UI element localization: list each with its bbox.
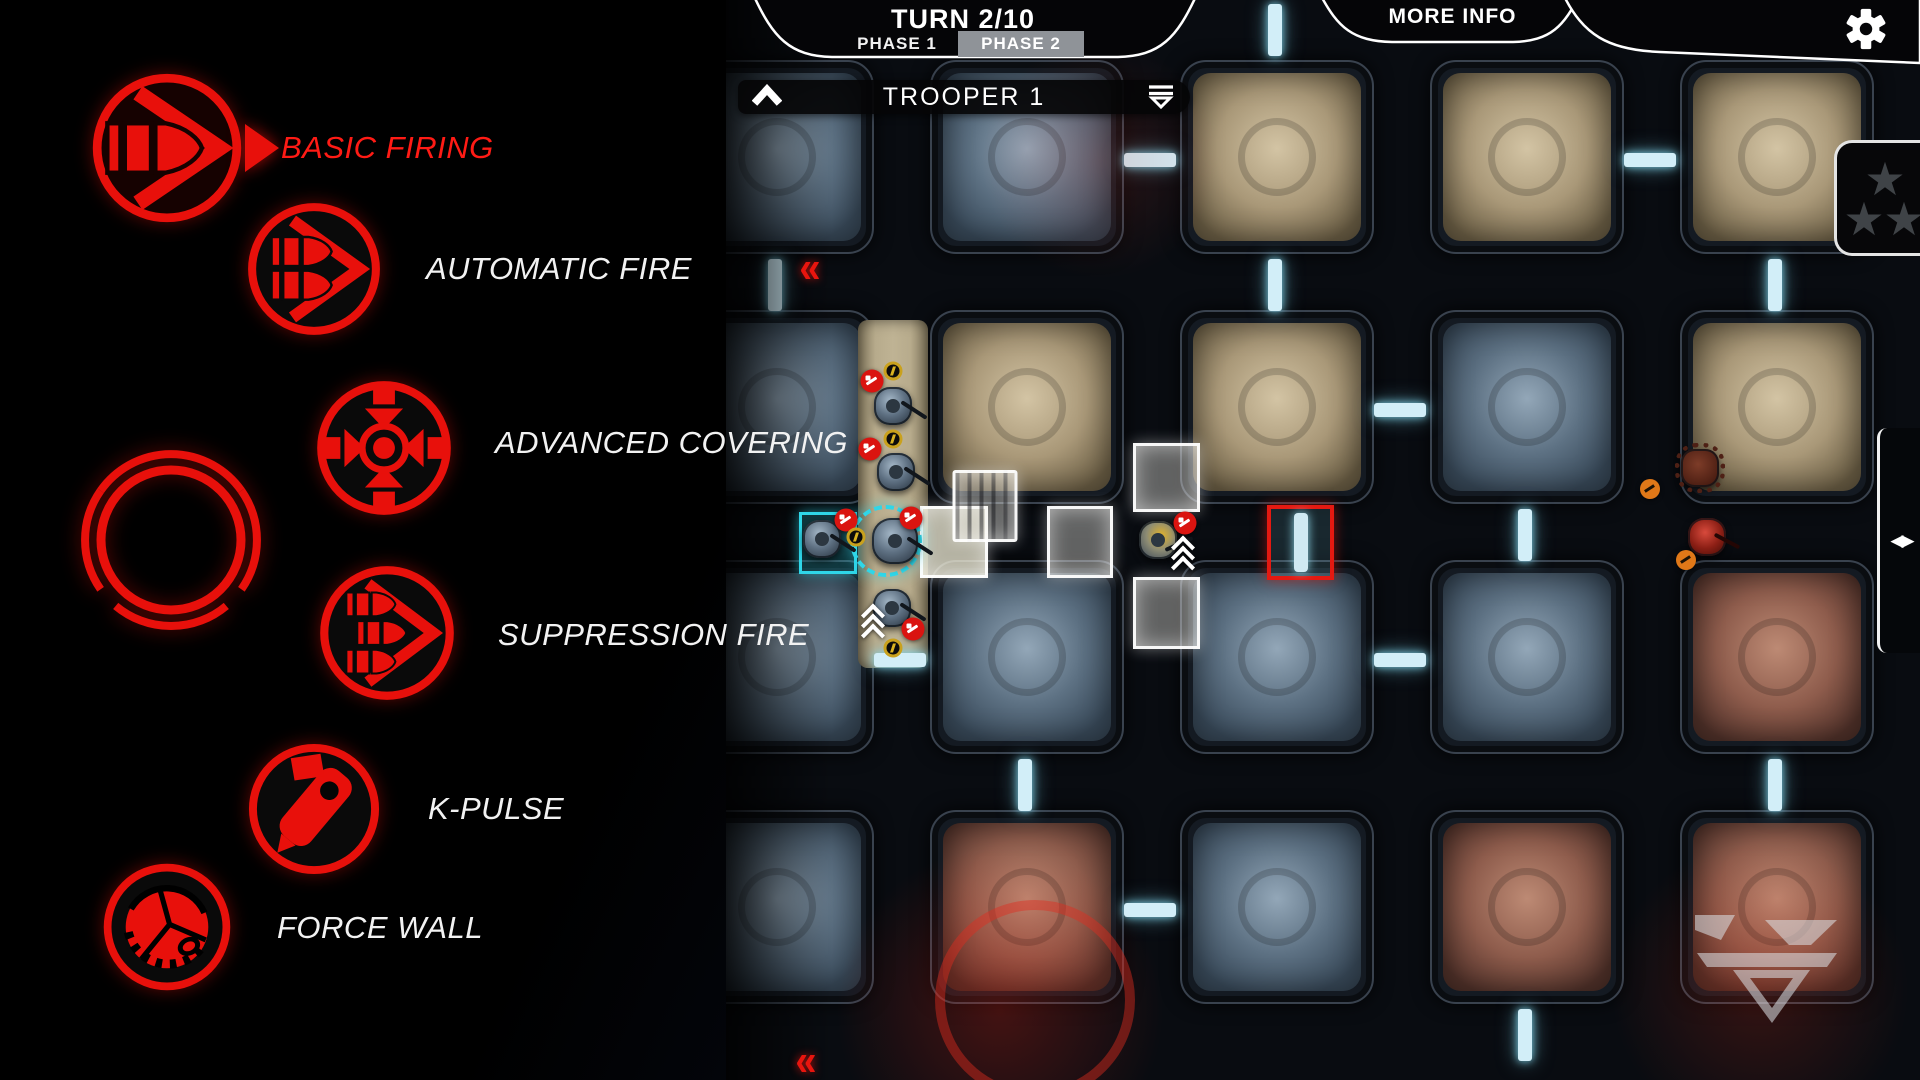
overwatch-chevrons-icon — [1170, 535, 1196, 580]
door-light — [1374, 403, 1426, 417]
map-room — [1430, 560, 1624, 754]
unit-trooper[interactable] — [874, 387, 912, 425]
ability-advanced-covering[interactable]: ADVANCED COVERING — [309, 373, 848, 528]
ability-automatic-fire[interactable]: AUTOMATIC FIRE — [240, 195, 691, 348]
map-room — [930, 310, 1124, 504]
move-tile[interactable] — [1133, 443, 1200, 512]
k-pulse-grenade-icon — [248, 743, 380, 875]
door-light — [1768, 259, 1782, 311]
triple-bullet-arrow-icon — [320, 566, 454, 700]
ability-label: K-PULSE — [428, 791, 565, 826]
ability-k-pulse[interactable]: K-PULSE — [241, 736, 564, 887]
target-square[interactable] — [1267, 505, 1334, 580]
map-room — [1430, 60, 1624, 254]
red-floor-ring — [935, 900, 1135, 1080]
move-tile[interactable] — [1133, 577, 1200, 649]
status-badge-red — [901, 617, 925, 641]
tab-phase-1[interactable]: PHASE 1 — [857, 34, 937, 53]
empty-ability-reticle — [81, 450, 261, 631]
map-room — [1430, 810, 1624, 1004]
active-unit-title: TROOPER 1 — [882, 83, 1046, 111]
next-unit-icon[interactable] — [1146, 84, 1176, 110]
ability-label: AUTOMATIC FIRE — [426, 251, 692, 286]
ability-suppression-fire[interactable]: SUPPRESSION FIRE — [312, 558, 809, 713]
door-light — [1518, 509, 1532, 561]
status-badge-yellow — [883, 429, 903, 449]
bullet-arrow-icon — [92, 73, 242, 223]
status-badge-yellow — [883, 361, 903, 381]
more-info-button[interactable]: MORE INFO — [1388, 5, 1517, 28]
force-orb-icon — [103, 863, 231, 991]
covering-cross-icon — [317, 381, 451, 515]
door-light — [1268, 259, 1282, 311]
entry-point-chevrons-icon: « — [795, 1036, 817, 1080]
expand-arrows-icon: ◀▶ — [1890, 530, 1914, 550]
double-bullet-arrow-icon — [248, 203, 380, 335]
status-badge-red — [1173, 511, 1197, 535]
gear-icon[interactable] — [1843, 6, 1889, 52]
tab-phase-2[interactable]: PHASE 2 — [958, 31, 1084, 57]
side-panel-toggle[interactable]: ◀▶ — [1877, 428, 1920, 653]
map-room — [1680, 560, 1874, 754]
active-unit-bar: TROOPER 1 — [738, 80, 1190, 114]
status-badge-red — [860, 369, 884, 393]
ability-panel: BASIC FIRING AUTOMATIC FIRE — [0, 0, 848, 1080]
status-badge-red — [858, 437, 882, 461]
unit-trooper[interactable] — [877, 453, 915, 491]
ability-basic-firing[interactable]: BASIC FIRING — [87, 68, 493, 233]
entry-point-chevrons-icon: « — [799, 243, 821, 293]
map-room — [1430, 310, 1624, 504]
door-light — [1268, 4, 1282, 56]
ability-label: SUPPRESSION FIRE — [498, 617, 810, 652]
status-badge-red — [899, 506, 923, 530]
star-icon: ★ — [1843, 193, 1885, 245]
status-badge-red — [834, 508, 858, 532]
status-badge-orange — [1640, 479, 1660, 499]
ability-label: ADVANCED COVERING — [495, 425, 849, 460]
door-light — [1018, 759, 1032, 811]
mission-stars-panel: ★ ★ ★ — [1834, 140, 1920, 256]
unit-trooper-heavy[interactable] — [1139, 521, 1177, 559]
status-badge-yellow — [846, 527, 866, 547]
star-icon: ★ — [1883, 193, 1920, 245]
overwatch-chevrons-icon — [860, 603, 886, 648]
door-light — [768, 259, 782, 311]
unit-enemy-creature[interactable] — [1675, 443, 1725, 493]
door-light — [1768, 759, 1782, 811]
door-light — [1518, 1009, 1532, 1061]
move-tile[interactable] — [952, 470, 1018, 542]
faction-logo — [1695, 915, 1837, 1023]
door-light — [1124, 903, 1176, 917]
door-light — [1624, 153, 1676, 167]
star-icon: ★ — [1864, 153, 1906, 205]
status-badge-orange — [1676, 550, 1696, 570]
map-room — [930, 560, 1124, 754]
ability-force-wall[interactable]: FORCE WALL — [96, 856, 482, 1003]
map-room — [1180, 60, 1374, 254]
ability-label: BASIC FIRING — [281, 130, 494, 165]
door-light — [1374, 653, 1426, 667]
map-room — [1180, 560, 1374, 754]
door-light — [874, 653, 926, 667]
door-light — [1124, 153, 1176, 167]
map-room — [1180, 310, 1374, 504]
status-badge-yellow — [883, 638, 903, 658]
map-room — [1180, 810, 1374, 1004]
unit-enemy-trooper[interactable] — [1688, 518, 1726, 556]
ability-label: FORCE WALL — [277, 910, 483, 945]
selected-ability-arrow — [245, 124, 279, 172]
move-tile[interactable] — [1047, 506, 1113, 578]
